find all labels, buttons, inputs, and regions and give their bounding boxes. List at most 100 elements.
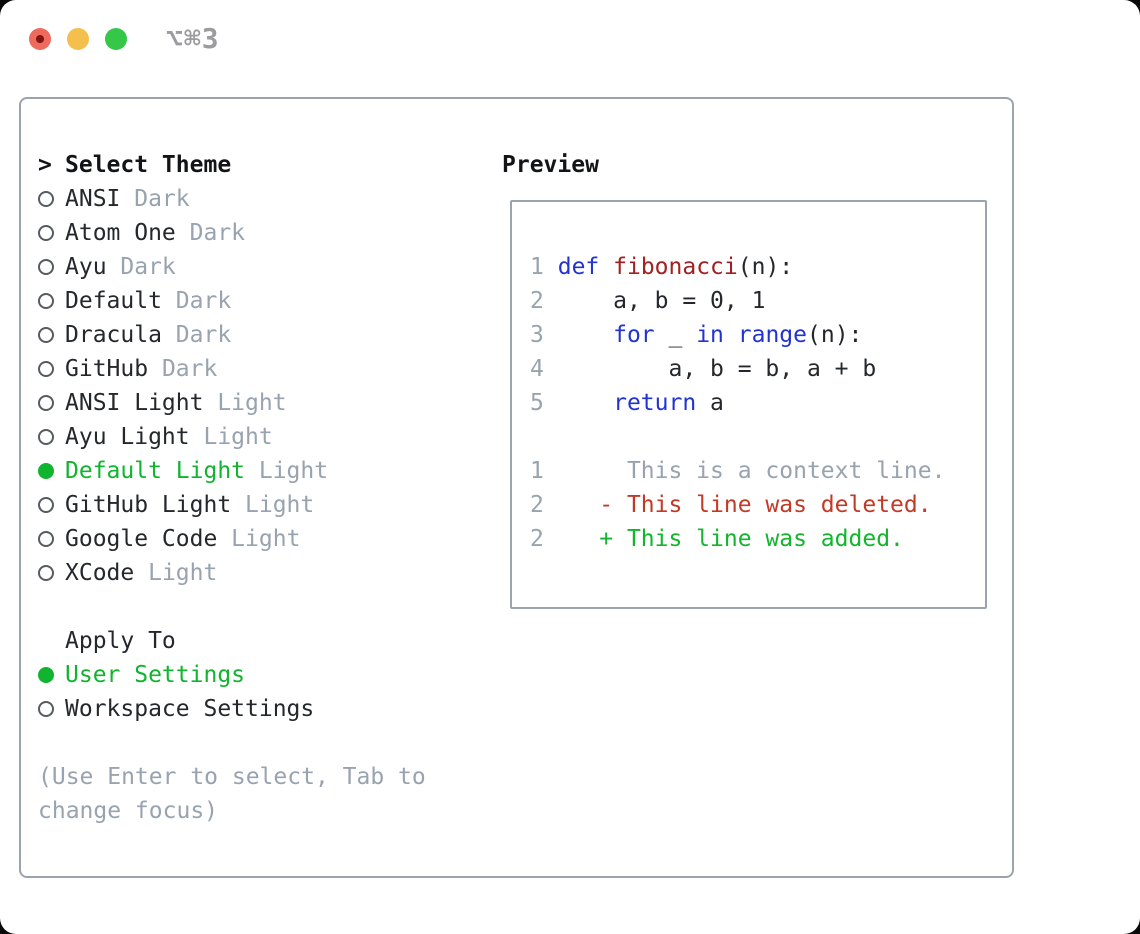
theme-option-github-dark[interactable]: GitHub Dark — [38, 352, 328, 386]
radio-icon — [38, 191, 54, 207]
radio-icon — [38, 531, 54, 547]
line-number: 2 — [530, 492, 544, 518]
radio-icon — [38, 395, 54, 411]
code-line: 1 def fibonacci(n): — [530, 250, 985, 284]
theme-variant-badge: Dark — [161, 288, 232, 314]
code-segment: in — [696, 322, 724, 348]
code-line: 4 a, b = b, a + b — [530, 352, 985, 386]
line-number: 1 — [530, 458, 544, 484]
code-segment: return — [613, 390, 697, 416]
code-segment — [599, 254, 613, 280]
code-segment — [544, 526, 599, 552]
radio-icon — [38, 293, 54, 309]
code-segment: def — [557, 254, 600, 280]
code-segment: (n): — [737, 254, 794, 280]
keyboard-hint: (Use Enter to select, Tab to change focu… — [38, 764, 426, 824]
theme-name: Ayu — [65, 254, 107, 280]
apply-to-title: Apply To — [65, 628, 176, 654]
code-segment: - This line was deleted. — [599, 492, 932, 518]
theme-variant-badge: Dark — [161, 322, 232, 348]
theme-variant-badge: Dark — [106, 254, 176, 280]
code-line: 3 for _ in range(n): — [530, 318, 985, 352]
apply-option-label: Workspace Settings — [65, 696, 315, 722]
code-segment — [544, 322, 613, 348]
code-line: 2 - This line was deleted. — [530, 488, 985, 522]
window-title: ⌥⌘3 — [166, 22, 220, 55]
theme-list-title: Select Theme — [65, 152, 232, 178]
theme-variant-badge: Dark — [120, 186, 190, 212]
theme-variant-badge: Dark — [148, 356, 218, 382]
theme-name: Dracula — [65, 322, 162, 348]
radio-icon — [38, 361, 54, 377]
theme-option-default-light-light[interactable]: Default Light Light — [38, 454, 328, 488]
code-segment: a — [696, 390, 724, 416]
close-button[interactable] — [29, 28, 51, 50]
radio-icon — [38, 565, 54, 581]
radio-icon — [38, 701, 54, 717]
radio-icon — [38, 497, 54, 513]
line-number: 4 — [530, 356, 544, 382]
code-segment: a, b = 0, 1 — [543, 288, 766, 314]
code-line: 2 a, b = 0, 1 — [530, 284, 985, 318]
theme-name: Default — [65, 288, 162, 314]
theme-variant-badge: Light — [231, 492, 315, 518]
radio-selected-icon — [38, 667, 54, 683]
code-segment — [544, 254, 558, 280]
theme-option-ayu-light-light[interactable]: Ayu Light Light — [38, 420, 328, 454]
radio-icon — [38, 225, 54, 241]
minimize-button[interactable] — [67, 28, 89, 50]
theme-option-atom-one-dark[interactable]: Atom One Dark — [38, 216, 328, 250]
theme-name: ANSI Light — [65, 390, 204, 416]
theme-option-github-light-light[interactable]: GitHub Light Light — [38, 488, 328, 522]
code-line — [530, 420, 985, 454]
focus-caret-icon: > — [38, 152, 52, 178]
theme-option-dracula-dark[interactable]: Dracula Dark — [38, 318, 328, 352]
theme-option-xcode-light[interactable]: XCode Light — [38, 556, 328, 590]
code-segment — [544, 390, 613, 416]
line-number: 3 — [530, 322, 544, 348]
theme-option-google-code-light[interactable]: Google Code Light — [38, 522, 328, 556]
theme-list-header: > Select Theme — [38, 148, 328, 182]
line-number: 1 — [530, 254, 544, 280]
line-number: 5 — [530, 390, 544, 416]
apply-option-workspace-settings[interactable]: Workspace Settings — [38, 692, 314, 726]
theme-name: Default Light — [65, 458, 246, 484]
code-segment: for — [613, 322, 655, 348]
theme-name: GitHub — [65, 356, 149, 382]
code-segment: a, b = b, a + b — [543, 356, 877, 382]
code-segment: This is a context line. — [543, 458, 946, 484]
theme-option-ansi-light-light[interactable]: ANSI Light Light — [38, 386, 328, 420]
theme-variant-badge: Light — [203, 390, 287, 416]
theme-name: ANSI — [65, 186, 121, 212]
theme-variant-badge: Dark — [175, 220, 246, 246]
apply-option-label: User Settings — [65, 662, 246, 688]
theme-name: Google Code — [65, 526, 218, 552]
code-line: 2 + This line was added. — [530, 522, 985, 556]
theme-name: Atom One — [65, 220, 176, 246]
code-line: 5 return a — [530, 386, 985, 420]
radio-selected-icon — [38, 463, 54, 479]
radio-icon — [38, 429, 54, 445]
code-line: 1 This is a context line. — [530, 454, 985, 488]
apply-to-header: Apply To — [38, 624, 314, 658]
radio-icon — [38, 327, 54, 343]
code-segment: + This line was added. — [599, 526, 904, 552]
theme-variant-badge: Light — [217, 526, 301, 552]
radio-icon — [38, 259, 54, 275]
code-segment: _ — [654, 322, 697, 348]
apply-option-user-settings[interactable]: User Settings — [38, 658, 314, 692]
preview-title: Preview — [502, 152, 599, 178]
theme-option-ansi-dark[interactable]: ANSI Dark — [38, 182, 328, 216]
theme-name: XCode — [65, 560, 135, 586]
theme-variant-badge: Light — [134, 560, 218, 586]
line-number: 2 — [530, 526, 544, 552]
theme-option-ayu-dark[interactable]: Ayu Dark — [38, 250, 328, 284]
zoom-button[interactable] — [105, 28, 127, 50]
code-segment — [544, 492, 599, 518]
theme-option-default-dark[interactable]: Default Dark — [38, 284, 328, 318]
